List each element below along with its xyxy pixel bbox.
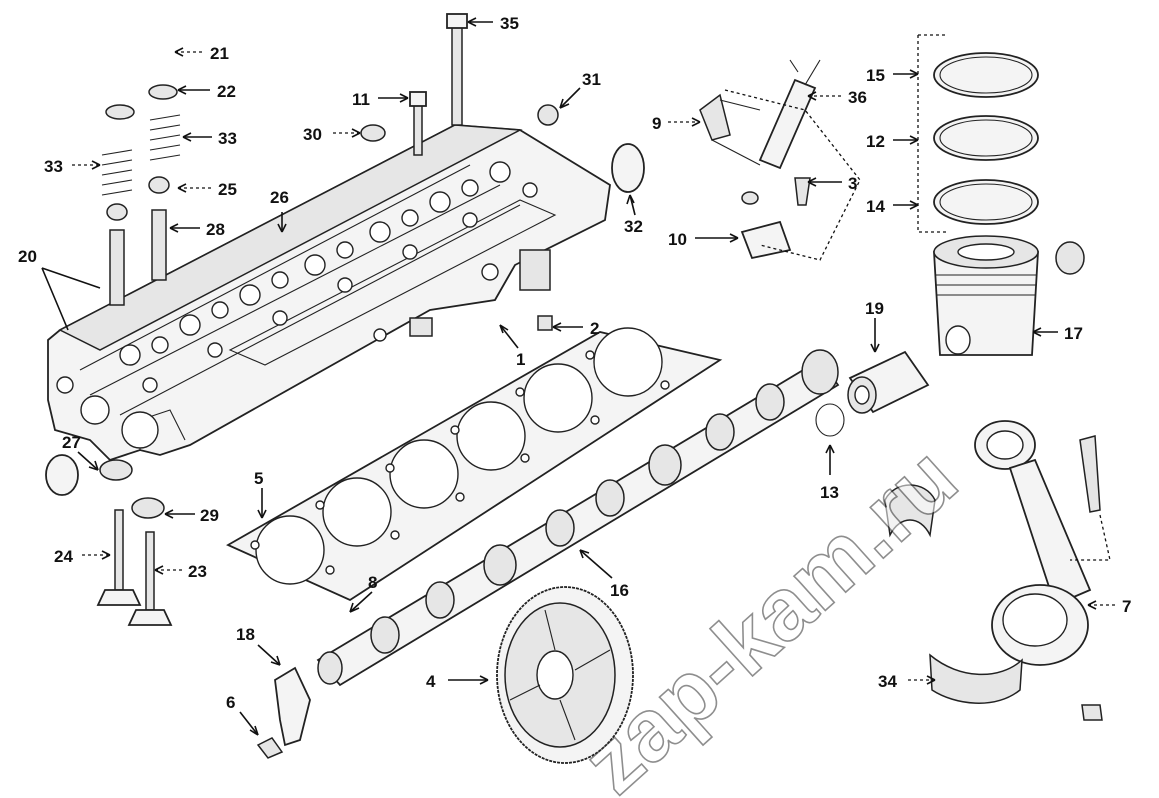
piston-rings-drawing — [933, 52, 1039, 225]
part-label-3: 3 — [848, 174, 857, 193]
part-label-8: 8 — [368, 573, 377, 592]
part-label-5: 5 — [254, 469, 263, 488]
injector-group-bracket — [724, 89, 861, 261]
bolts-plugs-drawing — [360, 13, 645, 331]
part-label-32: 32 — [624, 217, 643, 236]
part-label-18: 18 — [236, 625, 255, 644]
part-label-31: 31 — [582, 70, 601, 89]
part-label-26: 26 — [270, 188, 289, 207]
part-label-21: 21 — [210, 44, 229, 63]
piston-drawing — [933, 235, 1085, 356]
part-label-23: 23 — [188, 562, 207, 581]
part-label-11: 11 — [352, 90, 370, 109]
part-label-33-right: 33 — [218, 129, 237, 148]
part-label-6: 6 — [226, 693, 235, 712]
part-label-4: 4 — [426, 672, 436, 691]
part-label-10: 10 — [668, 230, 687, 249]
camshaft-drawing — [316, 349, 840, 687]
rings-group-bracket — [917, 34, 948, 233]
part-label-7: 7 — [1122, 597, 1131, 616]
part-label-9: 9 — [652, 114, 661, 133]
part-label-28: 28 — [206, 220, 225, 239]
part-label-33-left: 33 — [44, 157, 63, 176]
head-gasket-drawing — [226, 327, 723, 602]
part-label-19: 19 — [865, 299, 884, 318]
part-label-30: 30 — [303, 125, 322, 144]
leader-lines — [41, 17, 1115, 736]
part-label-25: 25 — [218, 180, 237, 199]
valves-drawing — [45, 454, 173, 626]
part-label-35: 35 — [500, 14, 519, 33]
part-label-17: 17 — [1064, 324, 1083, 343]
connecting-rod-drawing — [884, 420, 1103, 721]
head-bosses-drawing — [119, 161, 538, 393]
part-label-13: 13 — [820, 483, 839, 502]
valve-springs-drawing — [101, 84, 181, 306]
part-label-20: 20 — [18, 247, 37, 266]
cylinder-head-drawing — [47, 124, 611, 462]
part-label-12: 12 — [866, 132, 885, 151]
thrust-plate-drawing — [256, 666, 311, 759]
cam-gear-drawing — [496, 586, 634, 764]
part-label-22: 22 — [217, 82, 236, 101]
part-label-15: 15 — [866, 66, 885, 85]
part-label-34: 34 — [878, 672, 897, 691]
part-label-24: 24 — [54, 547, 73, 566]
injector-drawing — [699, 59, 821, 260]
part-label-14: 14 — [866, 197, 885, 216]
rod-bolt-bracket — [1070, 514, 1111, 561]
part-label-27: 27 — [62, 433, 81, 452]
part-label-2: 2 — [590, 319, 599, 338]
part-label-16: 16 — [610, 581, 629, 600]
part-label-1: 1 — [516, 350, 525, 369]
part-label-29: 29 — [200, 506, 219, 525]
piston-pin-drawing — [815, 350, 930, 437]
part-label-36: 36 — [848, 88, 867, 107]
